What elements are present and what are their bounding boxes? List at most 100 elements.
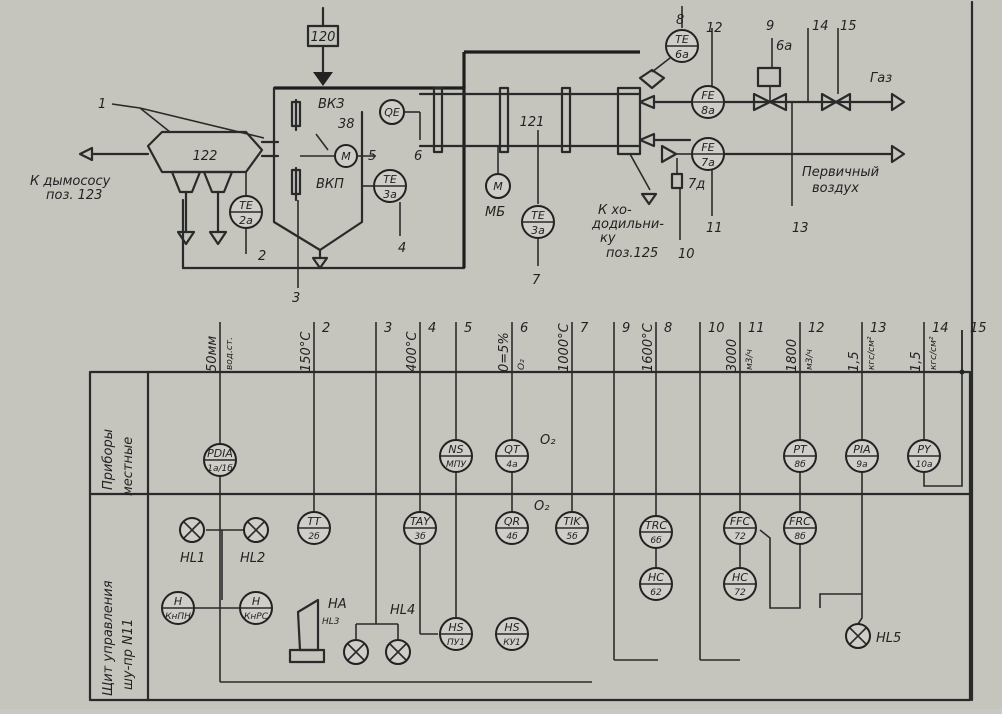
svg-text:TE: TE	[531, 209, 545, 222]
svg-text:7а: 7а	[701, 156, 715, 169]
callout-4: 4	[398, 241, 406, 256]
instrument-function: QR	[504, 515, 520, 528]
signal-lines	[194, 322, 965, 683]
smoke-exhaust-text: К дымососу	[30, 174, 111, 189]
row-label-local-2: местные	[121, 437, 136, 496]
column-header-c5: 5	[464, 321, 472, 336]
callout-1: 1	[98, 97, 106, 112]
column-number: 13	[870, 321, 887, 336]
svg-text:3а: 3а	[531, 224, 545, 237]
air-inlet-arrow-icon	[890, 144, 906, 164]
lamp-hl3-left	[343, 624, 369, 665]
column-unit: м3/ч	[805, 349, 815, 370]
column-value: 400°С	[405, 331, 420, 372]
svg-text:TE: TE	[239, 199, 253, 212]
column-number: 9	[622, 321, 630, 336]
svg-text:3а: 3а	[383, 188, 397, 201]
column-number: 6	[520, 321, 528, 336]
svg-text:TE: TE	[675, 33, 689, 46]
instrument-function: NS	[448, 443, 463, 456]
column-value: 1600°С	[641, 322, 656, 372]
instrument-number: ПУ1	[447, 638, 465, 648]
instrument-function: PT	[793, 443, 808, 456]
instrument-hs1: HS ПУ1	[439, 617, 473, 651]
instrument-number: МПУ	[446, 460, 467, 470]
callout-7: 7	[532, 273, 541, 288]
column-unit: м3/ч	[745, 349, 755, 370]
svg-text:QE: QE	[384, 106, 400, 119]
lamps: HL1 HL2 HL4 HL5 HA HL3	[179, 517, 901, 665]
smoke-exhaust-pos: поз. 123	[46, 188, 102, 203]
instrument-number: 8б	[794, 460, 806, 470]
callout-9: 9	[766, 19, 774, 34]
instrument-number: 72	[734, 588, 746, 598]
damper-vkp: ВКП	[316, 177, 344, 192]
svg-text:М: М	[341, 150, 351, 163]
instrument-number: 4а	[506, 460, 517, 470]
column-header-c6: 60=5%O₂	[497, 321, 528, 372]
equipment-6a: 6а	[776, 39, 792, 54]
instrument-function: FFC	[730, 515, 751, 528]
instrument-number: КнПН	[165, 612, 191, 622]
callout-12: 12	[706, 21, 723, 36]
column-number: 5	[464, 321, 472, 336]
instrument-hc72: HC 72	[723, 567, 757, 601]
instrument-number: 8б	[794, 532, 806, 542]
column-value: 50мм	[205, 336, 220, 372]
column-unit: кгс/см²	[867, 336, 877, 370]
column-value: 1000°С	[557, 322, 572, 372]
svg-text:HL5: HL5	[876, 631, 901, 646]
instrument-number: 1а/1б	[207, 464, 233, 474]
callout-13: 13	[792, 221, 809, 236]
instrument-function: HS	[448, 621, 463, 634]
outlet-arrow-icon	[78, 146, 94, 162]
column-number: 12	[808, 321, 825, 336]
instrument-function: PIA	[853, 443, 870, 456]
instrument-function: TRC	[645, 519, 667, 532]
damper-vkz: ВКЗ	[318, 97, 344, 112]
column-value: 1,5	[909, 351, 924, 372]
callout-8: 8	[676, 13, 684, 28]
svg-text:FE: FE	[701, 89, 714, 102]
column-number: 14	[932, 321, 949, 336]
instrument-number: 3б	[414, 532, 426, 542]
gas-text: Газ	[870, 71, 892, 86]
instrument-function: QT	[504, 443, 521, 456]
column-number: 10	[708, 321, 725, 336]
column-number: 7	[580, 321, 589, 336]
cooler-text-3: ку	[600, 231, 616, 246]
instrument-number: 5б	[566, 532, 578, 542]
equipment-121-label: 121	[520, 115, 545, 130]
equipment-120-label: 120	[311, 30, 336, 45]
column-value: 3000	[725, 339, 740, 372]
lamp-hl1: HL1	[179, 517, 205, 566]
process-section: 120 122 К дымососу поз. 123 1 TE 2а	[30, 0, 974, 702]
equipment-7d: 7д	[688, 177, 705, 192]
equipment-122-label: 122	[193, 149, 218, 164]
feed-arrow-icon	[313, 72, 333, 86]
instrument-pt: PT 8б	[783, 439, 817, 473]
lamp-hl2: HL2	[240, 517, 269, 566]
o2-label-1: O₂	[540, 433, 555, 448]
instrument-function: HC	[648, 571, 664, 584]
instrument-ns: NS МПУ	[439, 439, 473, 473]
instrument-number: 2б	[308, 532, 320, 542]
instrument-table: Приборы местные Щит управления шу-пр N11	[88, 370, 972, 702]
instrument-function: TAY	[410, 515, 431, 528]
instrument-function: HC	[732, 571, 748, 584]
motor-mb-label: МБ	[485, 205, 505, 220]
column-value: 0=5%	[497, 332, 512, 372]
